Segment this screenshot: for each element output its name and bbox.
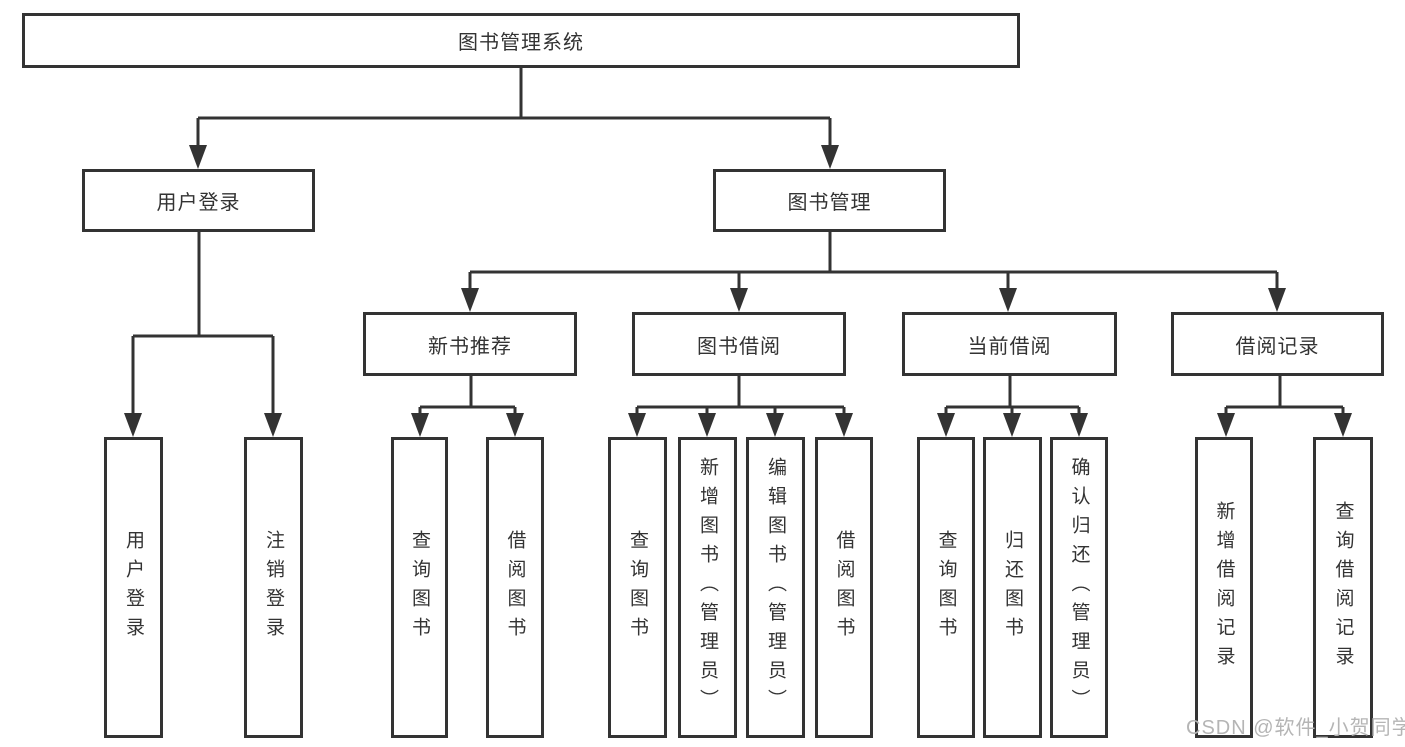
leaf-query-books-1: 查询图书 [391, 437, 448, 738]
leaf-borrow-books-1-label: 借阅图书 [504, 529, 526, 646]
leaf-add-book-admin-label: 新增图书（管理员） [697, 457, 718, 718]
leaf-add-book-admin: 新增图书（管理员） [678, 437, 737, 738]
leaf-borrow-books-2-label: 借阅图书 [833, 529, 855, 646]
arrow-head [1217, 413, 1235, 437]
arrow-head [264, 413, 282, 437]
leaf-user-login-label: 用户登录 [123, 529, 144, 646]
leaf-add-borrow-record-label: 新增借阅记录 [1213, 500, 1235, 675]
leaf-borrow-books-1: 借阅图书 [486, 437, 544, 738]
arrow-head [506, 413, 524, 437]
arrow-head [1334, 413, 1352, 437]
node-user-login: 用户登录 [82, 169, 315, 232]
leaf-query-books-3: 查询图书 [917, 437, 975, 738]
leaf-edit-book-admin: 编辑图书（管理员） [746, 437, 805, 738]
watermark: CSDN @软件_小贺同学 [1186, 717, 1405, 739]
node-root: 图书管理系统 [22, 13, 1020, 68]
arrow-head [730, 288, 748, 312]
leaf-logout: 注销登录 [244, 437, 303, 738]
leaf-query-books-2-label: 查询图书 [627, 529, 648, 646]
leaf-query-books-2: 查询图书 [608, 437, 667, 738]
node-user-login-label: 用户登录 [156, 192, 241, 214]
leaf-user-login: 用户登录 [104, 437, 163, 738]
arrow-head [835, 413, 853, 437]
leaf-edit-book-admin-label: 编辑图书（管理员） [765, 457, 786, 718]
node-book-management-label: 图书管理 [787, 192, 872, 214]
leaf-query-borrow-record-label: 查询借阅记录 [1332, 500, 1354, 675]
arrow-head [999, 288, 1017, 312]
arrow-head [124, 413, 142, 437]
arrow-head [461, 288, 479, 312]
leaf-confirm-return-admin: 确认归还（管理员） [1050, 437, 1108, 738]
arrow-head [189, 145, 207, 169]
arrow-head [1268, 288, 1286, 312]
node-book-borrowing: 图书借阅 [632, 312, 846, 376]
arrow-head [937, 413, 955, 437]
leaf-confirm-return-admin-label: 确认归还（管理员） [1068, 457, 1090, 718]
arrow-head [1070, 413, 1088, 437]
leaf-logout-label: 注销登录 [263, 529, 284, 646]
leaf-query-books-3-label: 查询图书 [935, 529, 957, 646]
node-borrowing-records: 借阅记录 [1171, 312, 1384, 376]
arrow-head [1003, 413, 1021, 437]
node-current-borrowing-label: 当前借阅 [967, 335, 1052, 358]
node-current-borrowing: 当前借阅 [902, 312, 1117, 376]
leaf-return-book: 归还图书 [983, 437, 1042, 738]
arrow-head [411, 413, 429, 437]
leaf-query-borrow-record: 查询借阅记录 [1313, 437, 1373, 738]
node-borrowing-records-label: 借阅记录 [1235, 335, 1320, 358]
leaf-add-borrow-record: 新增借阅记录 [1195, 437, 1253, 738]
leaf-return-book-label: 归还图书 [1002, 529, 1023, 646]
arrow-head [628, 413, 646, 437]
node-new-book-recommend-label: 新书推荐 [428, 335, 512, 358]
node-new-book-recommend: 新书推荐 [363, 312, 577, 376]
arrow-head [766, 413, 784, 437]
leaf-query-books-1-label: 查询图书 [409, 529, 430, 646]
node-book-management: 图书管理 [713, 169, 946, 232]
node-root-label: 图书管理系统 [458, 32, 584, 54]
node-book-borrowing-label: 图书借阅 [697, 335, 781, 358]
arrow-head [698, 413, 716, 437]
arrow-head [821, 145, 839, 169]
leaf-borrow-books-2: 借阅图书 [815, 437, 873, 738]
